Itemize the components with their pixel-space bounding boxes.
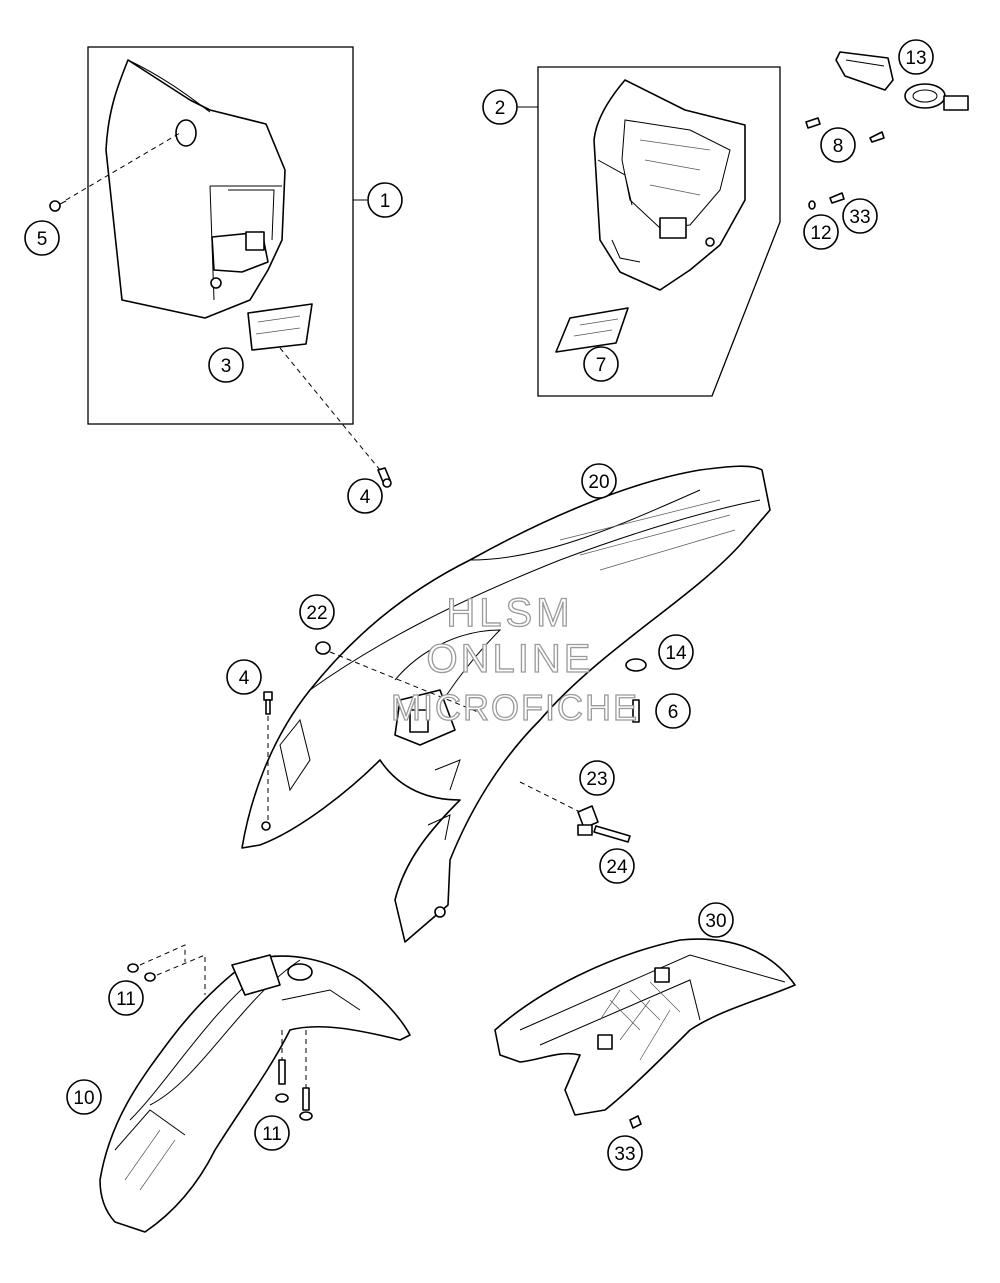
callout-label: 3 xyxy=(221,356,232,377)
callout-7: 7 xyxy=(583,346,619,382)
callout-label: 10 xyxy=(73,1088,94,1109)
callout-label: 33 xyxy=(849,207,870,228)
callout-label: 8 xyxy=(833,136,844,157)
callout-label: 23 xyxy=(586,769,607,790)
clamp-part-13a xyxy=(835,51,894,91)
callout-33-top: 33 xyxy=(842,198,878,234)
assembly-box-1 xyxy=(87,46,354,425)
callout-label: 5 xyxy=(37,229,48,250)
callout-4-lower: 4 xyxy=(226,659,262,695)
callout-label: 24 xyxy=(606,857,628,878)
callout-5: 5 xyxy=(24,220,60,256)
callout-label: 13 xyxy=(905,48,926,69)
screw-part-33-top xyxy=(829,192,845,204)
headlight-sticker-part xyxy=(247,303,313,351)
headlight-mask-variant-part xyxy=(593,79,746,291)
bolt-part-24 xyxy=(593,825,631,843)
callout-2: 2 xyxy=(482,89,518,125)
callout-label: 4 xyxy=(239,668,250,689)
callout-label: 14 xyxy=(665,643,687,664)
clamp-part-13b xyxy=(904,83,969,111)
nut-part-12 xyxy=(808,200,816,210)
callout-12: 12 xyxy=(803,214,839,250)
callout-label: 12 xyxy=(810,223,831,244)
grommet-part-14 xyxy=(625,658,647,672)
fender-brace-part xyxy=(494,938,796,1116)
callout-label: 1 xyxy=(380,191,391,212)
callout-label: 4 xyxy=(360,487,371,508)
callout-22: 22 xyxy=(299,594,335,630)
callout-33-bottom: 33 xyxy=(607,1135,643,1171)
screw-part-33-bottom xyxy=(629,1115,642,1129)
callout-11-lower: 11 xyxy=(254,1115,290,1151)
screw-part-4-upper xyxy=(377,467,392,488)
screw-part-11-upper xyxy=(127,963,156,982)
callout-label: 11 xyxy=(116,989,136,1010)
screw-part-4-lower xyxy=(263,691,273,715)
callout-label: 2 xyxy=(495,98,506,119)
callout-label: 33 xyxy=(614,1144,635,1165)
rear-fender-part xyxy=(241,465,771,943)
callout-label: 11 xyxy=(262,1124,282,1145)
screw-part-11-lower xyxy=(275,1059,313,1121)
nut-part-23 xyxy=(577,805,599,836)
screw-part-8b xyxy=(869,131,885,143)
headlight-mask-part xyxy=(105,59,286,319)
callout-label: 20 xyxy=(588,472,609,493)
callout-30: 30 xyxy=(698,902,734,938)
assembly-box-2 xyxy=(537,66,781,397)
screw-part-5 xyxy=(49,200,67,212)
callout-label: 7 xyxy=(596,355,607,376)
callout-4-upper: 4 xyxy=(347,478,383,514)
callout-label: 22 xyxy=(306,603,327,624)
callout-24: 24 xyxy=(599,848,635,884)
screw-part-8a xyxy=(805,117,821,129)
rivet-part-22 xyxy=(315,641,331,655)
callout-23: 23 xyxy=(579,760,615,796)
watermark-line-3: MICROFICHE xyxy=(391,687,639,728)
callout-label: 6 xyxy=(668,702,679,723)
callout-13: 13 xyxy=(898,39,934,75)
callout-20: 20 xyxy=(581,463,617,499)
watermark-line-2: ONLINE xyxy=(427,637,594,681)
callout-8: 8 xyxy=(820,127,856,163)
callout-6: 6 xyxy=(655,693,691,729)
front-fender-part xyxy=(99,954,411,1233)
screw-part-6 xyxy=(632,699,640,723)
callout-11-upper: 11 xyxy=(108,980,144,1016)
callout-1: 1 xyxy=(367,182,403,218)
headlight-variant-sticker-part xyxy=(555,307,629,353)
callout-label: 30 xyxy=(705,911,726,932)
callout-10: 10 xyxy=(66,1079,102,1115)
callout-14: 14 xyxy=(658,634,694,670)
watermark-line-1: HLSM xyxy=(446,591,573,635)
callout-3: 3 xyxy=(208,347,244,383)
